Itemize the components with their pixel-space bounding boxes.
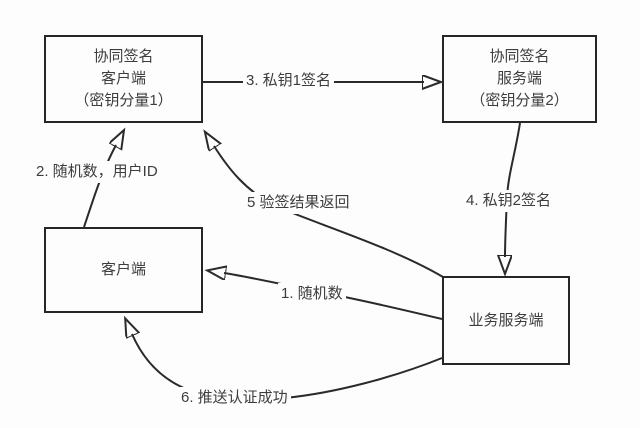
node-cosign-client: 协同签名 客户端 （密钥分量1） [44,35,203,123]
edge-label-3: 3. 私钥1签名 [243,70,335,92]
edge-label-4: 4. 私钥2签名 [463,190,555,212]
node-cosign-server-line: （密钥分量2） [470,92,569,109]
edge-label-2: 2. 随机数，用户ID [33,161,161,183]
node-biz-server-line: 业务服务端 [468,311,544,329]
node-cosign-server: 协同签名 服务端 （密钥分量2） [442,35,597,123]
node-client-line: 客户端 [100,261,146,278]
node-cosign-client-line: 客户端 [100,70,146,87]
edge-label-1: 1. 随机数 [278,283,346,305]
node-cosign-server-line: 协同签名 [489,48,550,65]
edge-2-line [83,145,116,228]
node-cosign-client-line: （密钥分量1） [74,92,173,109]
node-cosign-client-line: 协同签名 [93,48,154,65]
edge-label-5: 5 验签结果返回 [244,192,353,214]
node-cosign-server-line: 服务端 [496,70,542,87]
node-biz-server: 业务服务端 [442,276,570,365]
edge-label-6: 6. 推送认证成功 [178,387,291,409]
node-client: 客户端 [44,227,203,313]
